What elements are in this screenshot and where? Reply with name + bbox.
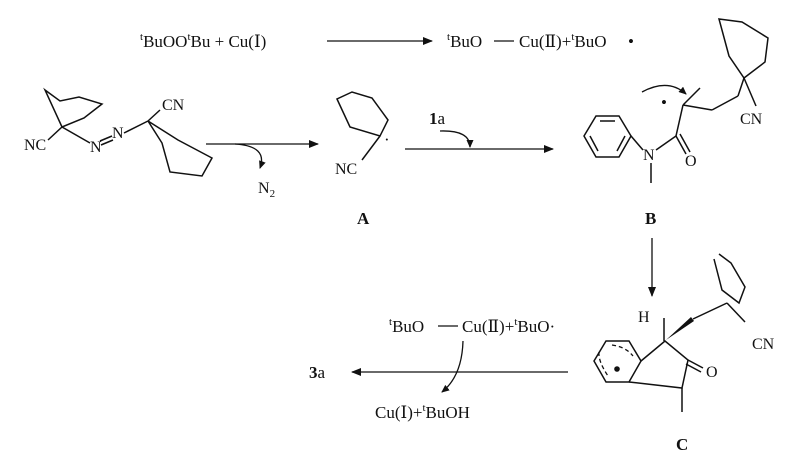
n-c-bond-right	[123, 120, 149, 134]
C-o-label: O	[706, 364, 718, 381]
n-n-double-1	[99, 135, 113, 142]
c-o-double-1	[675, 135, 687, 155]
B-cn-bond	[743, 77, 757, 107]
label-B: B	[645, 209, 656, 228]
regen-species-2: Cu(Ⅱ)+tBuO·	[462, 316, 555, 336]
B-o-label: O	[685, 153, 697, 170]
regeneration-curved-arrow	[441, 340, 464, 393]
radical-A-cyclohexane	[336, 91, 389, 137]
C-dashed-arc-2	[611, 344, 634, 357]
C-five-ring	[628, 340, 689, 389]
C-radical-dot	[614, 366, 620, 372]
C-dashed-arc-1	[598, 351, 609, 377]
right-cyclohexane	[147, 120, 214, 177]
C-cn-label: CN	[752, 336, 775, 353]
B-n-label: N	[643, 147, 655, 164]
tbuo-radical-dot: •	[628, 32, 634, 51]
reagent-curved-arrow	[439, 130, 474, 148]
carbonyl-alpha-bond	[675, 104, 684, 137]
radical-A-dot: ·	[384, 130, 390, 149]
label-C: C	[676, 435, 688, 454]
n2-release-step: N2	[206, 140, 319, 200]
left-cyclohexane	[43, 87, 104, 128]
regen-species: tBuO	[389, 316, 424, 336]
B-curved-arrow	[641, 84, 687, 95]
C-cn-bond	[726, 302, 746, 323]
C-c-o-double-1	[687, 359, 704, 369]
cn-bond-right	[147, 109, 161, 122]
reagent-1a: 1a	[429, 109, 446, 128]
C-h-label: H	[638, 309, 650, 326]
n-carbonyl-bond	[655, 135, 677, 151]
B-radical-dot: •	[661, 93, 667, 112]
C-c-o-double-2	[685, 363, 702, 373]
n2-curved-arrow	[234, 143, 266, 169]
nc-bond-left	[47, 126, 63, 141]
azo-n-right: N	[112, 125, 124, 142]
initiation-products: tBuO	[447, 31, 482, 51]
intermediate-B-structure: N O • CN B	[583, 18, 769, 228]
C-cyclohexane	[713, 253, 746, 305]
ph-n-bond	[630, 135, 644, 151]
c-o-double-2	[679, 133, 691, 153]
C-wedge-bond	[666, 317, 694, 340]
azo-cn-label: CN	[162, 97, 185, 114]
byproduct-text: Cu(Ⅰ)+tBuOH	[375, 402, 470, 422]
B-cn-label: CN	[740, 111, 763, 128]
ring-quaternary-link	[737, 77, 745, 97]
label-A: A	[357, 209, 370, 228]
phenyl-inner-2	[616, 135, 626, 152]
ch2-quaternary-bond	[711, 95, 739, 111]
radical-A-structure: NC · A	[335, 91, 390, 228]
initiation-equation: tBuOOtBu + Cu(Ⅰ) tBuO Cu(Ⅱ)+tBuO •	[140, 31, 634, 51]
azo-initiator-structure: NC N N CN	[24, 87, 214, 177]
n2-label: N2	[258, 180, 275, 200]
C-ch2-bond	[692, 302, 728, 320]
n-n-double-2	[100, 139, 114, 146]
phenyl-ring	[583, 115, 632, 158]
azo-nc-label: NC	[24, 137, 46, 154]
radical-A-nc: NC	[335, 161, 357, 178]
product-3a: 3a	[309, 363, 326, 382]
alpha-methyl-bond	[682, 87, 701, 106]
alpha-ch2-bond	[682, 104, 713, 111]
c-n-bond-left	[61, 126, 91, 144]
radical-A-nc-bond	[361, 135, 381, 161]
addition-step: 1a	[405, 109, 554, 153]
initiation-reactants: tBuOOtBu + Cu(Ⅰ)	[140, 31, 266, 51]
phenyl-inner-3	[589, 135, 599, 152]
intermediate-C-structure: O H CN C	[593, 253, 775, 454]
B-cyclohexane	[717, 18, 769, 80]
initiation-products-2: Cu(Ⅱ)+tBuO	[519, 31, 607, 51]
azo-n-left: N	[90, 139, 102, 156]
termination-step: tBuO Cu(Ⅱ)+tBuO· Cu(Ⅰ)+tBuOH 3a	[309, 316, 568, 422]
